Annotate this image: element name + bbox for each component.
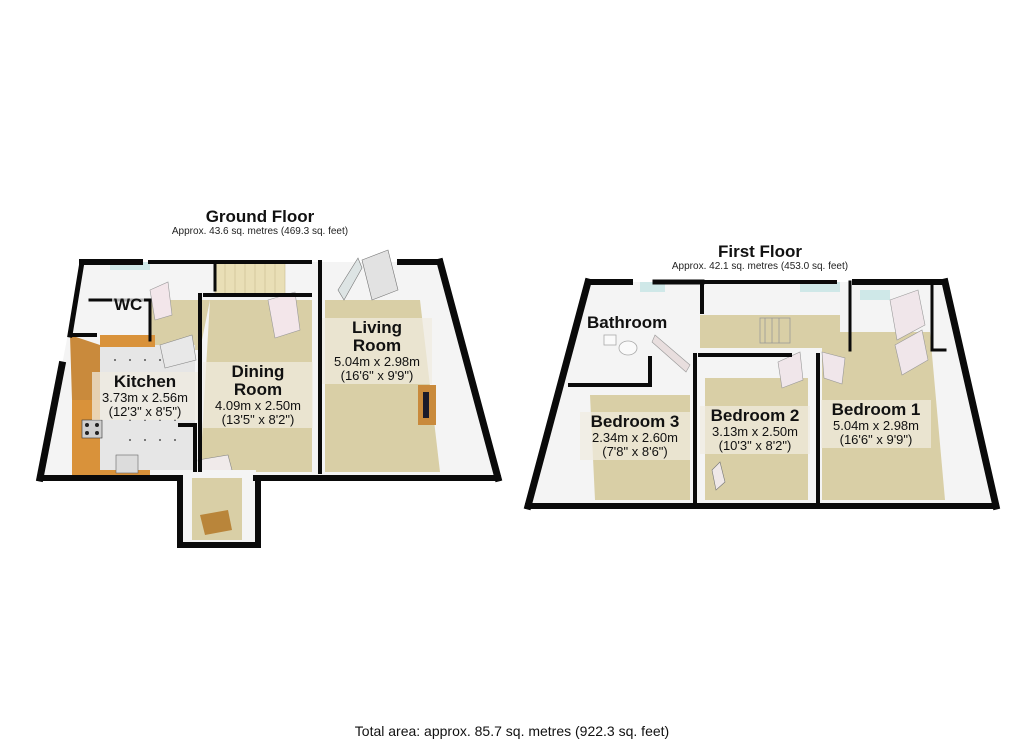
room-name: Bedroom 1 (831, 400, 921, 419)
room-name: Bathroom (587, 313, 668, 332)
room-imperial: (13'5" x 8'2") (221, 412, 295, 427)
first-floor-area: Approx. 42.1 sq. metres (453.0 sq. feet) (671, 261, 849, 272)
room-label-living-room: Living Room 5.04m x 2.98m (16'6" x 9'9") (322, 318, 432, 384)
room-imperial: (10'3" x 8'2") (718, 438, 792, 453)
room-metric: 3.73m x 2.56m (102, 390, 188, 405)
room-metric: 2.34m x 2.60m (592, 430, 678, 445)
room-metric: 4.09m x 2.50m (215, 398, 301, 413)
ground-floor-heading: Ground Floor Approx. 43.6 sq. metres (46… (140, 207, 380, 238)
room-name-line2: Room (352, 336, 402, 355)
room-metric: 5.04m x 2.98m (833, 418, 919, 433)
room-name: Bedroom 2 (710, 406, 800, 425)
room-label-kitchen: Kitchen 3.73m x 2.56m (12'3" x 8'5") (92, 372, 198, 420)
first-floor-heading: First Floor Approx. 42.1 sq. metres (453… (640, 242, 880, 273)
room-imperial: (12'3" x 8'5") (108, 404, 182, 419)
ground-floor-title: Ground Floor (205, 207, 315, 226)
room-label-bathroom: Bathroom (584, 313, 671, 333)
ground-floor-area: Approx. 43.6 sq. metres (469.3 sq. feet) (171, 226, 349, 237)
room-name-line1: Dining (231, 362, 285, 381)
room-label-bedroom-1: Bedroom 1 5.04m x 2.98m (16'6" x 9'9") (821, 400, 931, 448)
room-label-wc: WC (112, 295, 145, 314)
first-floor-title: First Floor (717, 242, 803, 261)
room-metric: 3.13m x 2.50m (712, 424, 798, 439)
room-name: Bedroom 3 (590, 412, 680, 431)
total-area: Total area: approx. 85.7 sq. metres (922… (354, 723, 670, 739)
room-name: WC (114, 295, 143, 314)
room-imperial: (16'6" x 9'9") (340, 368, 414, 383)
room-name: Kitchen (113, 372, 177, 391)
room-imperial: (7'8" x 8'6") (602, 444, 668, 459)
room-label-bedroom-2: Bedroom 2 3.13m x 2.50m (10'3" x 8'2") (700, 406, 810, 454)
room-name-line2: Room (233, 380, 283, 399)
room-label-bedroom-3: Bedroom 3 2.34m x 2.60m (7'8" x 8'6") (580, 412, 690, 460)
room-metric: 5.04m x 2.98m (334, 354, 420, 369)
room-name-line1: Living (351, 318, 403, 337)
room-imperial: (16'6" x 9'9") (839, 432, 913, 447)
room-label-dining-room: Dining Room 4.09m x 2.50m (13'5" x 8'2") (203, 362, 313, 428)
